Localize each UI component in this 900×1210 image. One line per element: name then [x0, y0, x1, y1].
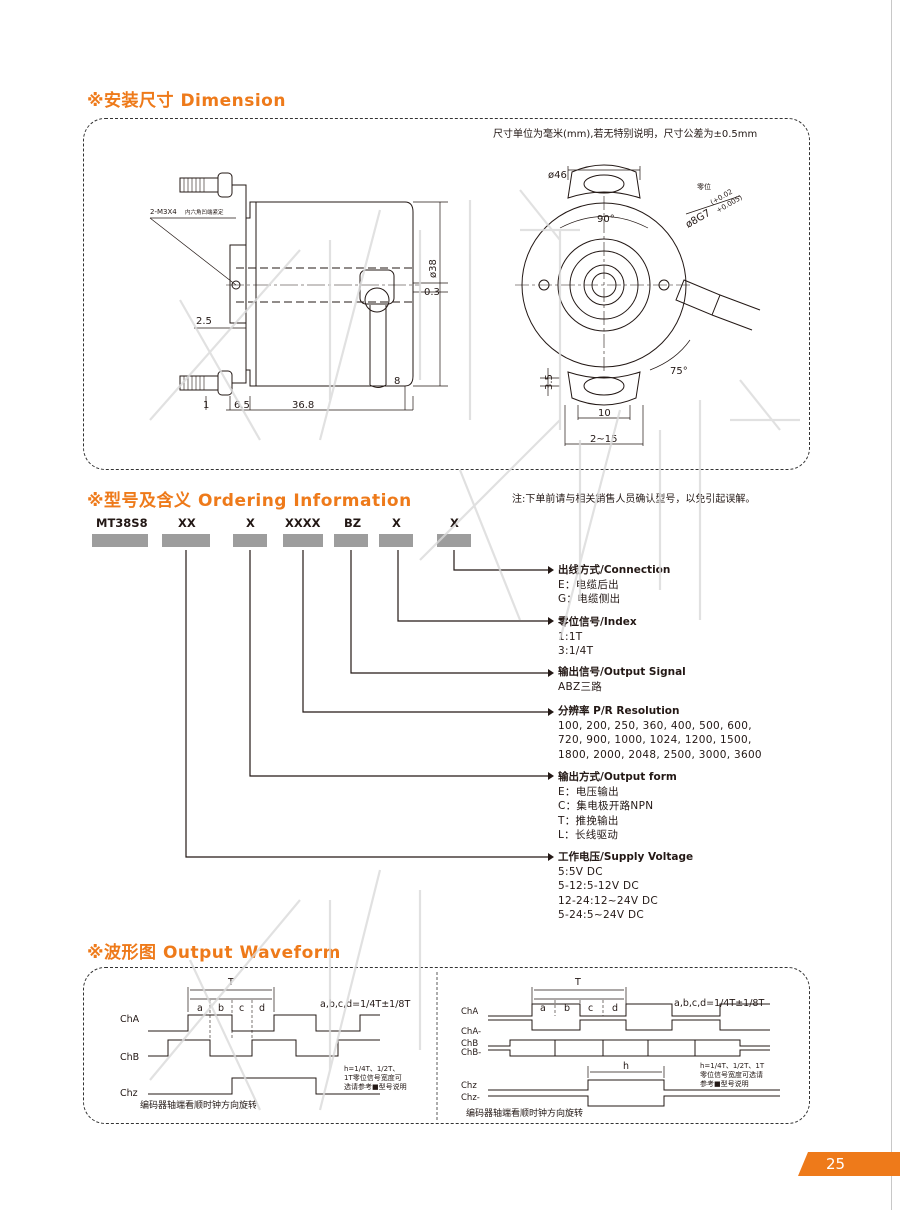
dim-90: 90° — [597, 214, 615, 225]
wv-right-hnote2: 零位信号宽度可选请 — [700, 1070, 763, 1079]
wv-left-caption: 编码器轴端看顺时钟方向旋转 — [140, 1099, 257, 1111]
code-box-voltage — [162, 534, 210, 547]
wave-right-chb — [488, 1039, 770, 1057]
wave-right-cha — [488, 1003, 770, 1017]
option-line: 12-24:12~24V DC — [558, 894, 659, 907]
ordering-heading: ※型号及含义 Ordering Information — [87, 491, 412, 511]
wv-right-T: T — [574, 977, 581, 988]
wv-right-hnote3: 参考■型号说明 — [700, 1079, 749, 1088]
wv-left-chb: ChB — [120, 1052, 139, 1063]
wv-right-chz: Chz — [461, 1081, 477, 1091]
option-title: 输出信号/Output Signal — [558, 666, 686, 678]
code-output-form: X — [246, 516, 255, 530]
wv-right-chb-n: ChB- — [461, 1048, 481, 1058]
wv-left-hnote1: h=1/4T、1/2T、 — [344, 1065, 399, 1073]
code-index: X — [392, 516, 401, 530]
wv-left-cha: ChA — [120, 1014, 140, 1025]
option-line: 5:5V DC — [558, 865, 603, 878]
unit-note: 尺寸单位为毫米(mm),若无特别说明，尺寸公差为±0.5mm — [493, 129, 758, 140]
wv-right-cha: ChA — [461, 1007, 478, 1017]
wv-left-formula: a,b,c,d=1/4T±1/8T — [320, 999, 410, 1010]
code-voltage: XX — [178, 516, 196, 530]
option-line: L：长线驱动 — [558, 829, 619, 841]
option-output-form: 输出方式/Output form E：电压输出 C：集电极开路NPN T：推挽输… — [558, 770, 677, 843]
code-box-model — [92, 534, 148, 547]
wv-left-chz: Chz — [120, 1088, 138, 1099]
wv-right-h: h — [623, 1061, 629, 1072]
wave-right-cha-n — [488, 1019, 770, 1031]
tab-top — [567, 164, 641, 199]
wv-right-d: d — [612, 1003, 618, 1014]
wv-left-b: b — [218, 1003, 224, 1014]
wave-right-chb-n — [488, 1039, 770, 1057]
dim-d46: ø46 — [548, 170, 567, 181]
option-title: 输出方式/Output form — [558, 771, 677, 783]
wave-right-chz — [488, 1079, 780, 1091]
wv-right-cha-n: ChA- — [461, 1027, 481, 1037]
option-supply-voltage: 工作电压/Supply Voltage 5:5V DC 5-12:5-12V D… — [558, 850, 693, 923]
wv-right-c: c — [588, 1003, 593, 1014]
option-line: ABZ三路 — [558, 680, 603, 693]
option-line: 100, 200, 250, 360, 400, 500, 600, — [558, 719, 752, 732]
option-line: T：推挽输出 — [558, 814, 619, 827]
wv-left-c: c — [239, 1003, 244, 1014]
code-model: MT38S8 — [96, 516, 148, 530]
option-line: 5-12:5-12V DC — [558, 880, 640, 892]
option-line: E：电压输出 — [558, 785, 619, 798]
wv-left-T: T — [227, 977, 234, 988]
code-box-resolution — [283, 534, 323, 547]
wv-right-hnote1: h=1/4T、1/2T、1T — [700, 1062, 765, 1070]
option-resolution: 分辨率 P/R Resolution 100, 200, 250, 360, 4… — [558, 704, 762, 762]
side-cable — [675, 279, 761, 331]
dim-shaft-mark: 零位 — [697, 182, 711, 191]
dim-75: 75° — [670, 366, 688, 377]
code-output-signal: BZ — [344, 516, 362, 530]
wv-right-formula: a,b,c,d=1/4T±1/8T — [674, 998, 764, 1009]
wave-left-chb — [148, 1039, 380, 1057]
option-line: 1800, 2000, 2048, 2500, 3000, 3600 — [558, 748, 762, 761]
option-line: C：集电极开路NPN — [558, 800, 654, 812]
page-number-slash — [798, 1152, 808, 1176]
screw-top-thread — [183, 178, 205, 192]
option-line: 720, 900, 1000, 1024, 1200, 1500, — [558, 734, 752, 746]
page-edge-line — [891, 0, 892, 1210]
wv-left-hnote3: 选请参考■型号说明 — [344, 1082, 407, 1091]
option-line: 3:1/4T — [558, 645, 594, 657]
option-title: 分辨率 P/R Resolution — [558, 705, 680, 717]
code-box-output-signal — [334, 534, 368, 547]
wv-right-caption: 编码器轴端看顺时钟方向旋转 — [466, 1107, 583, 1119]
code-resolution: XXXX — [285, 516, 321, 530]
wv-right-a: a — [540, 1003, 546, 1014]
dimension-heading: ※安装尺寸 Dimension — [87, 91, 286, 111]
wv-right-chz-n: Chz- — [461, 1093, 480, 1103]
wv-left-d: d — [259, 1003, 265, 1014]
wave-left-cha — [148, 1014, 380, 1032]
wv-right-b: b — [564, 1003, 570, 1014]
wv-left-a: a — [197, 1003, 203, 1014]
wv-right-chb: ChB — [461, 1039, 478, 1049]
wv-left-hnote2: 1T零位信号宽度可 — [344, 1073, 402, 1082]
option-output-signal: 输出信号/Output Signal ABZ三路 — [558, 665, 686, 694]
option-title: 工作电压/Supply Voltage — [558, 851, 694, 863]
code-box-index — [379, 534, 413, 547]
code-box-output-form — [233, 534, 267, 547]
wave-right-chz-n — [488, 1095, 780, 1107]
waveform-frame — [83, 967, 810, 1124]
page-number: 25 — [808, 1152, 900, 1176]
option-line: 5-24:5~24V DC — [558, 909, 645, 921]
